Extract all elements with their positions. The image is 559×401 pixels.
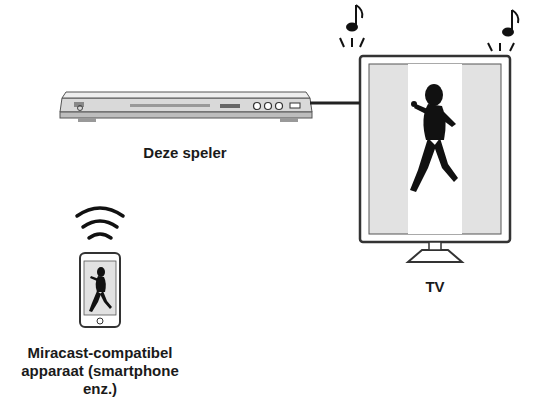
- phone-node: Miracast-compatibel apparaat (smartphone…: [20, 253, 180, 398]
- device-label: Deze speler: [45, 144, 325, 162]
- tv-illustration: [340, 5, 518, 262]
- cable-connector: [310, 102, 360, 105]
- tv-node: TV: [355, 56, 515, 296]
- phone-illustration: [80, 253, 120, 327]
- player-illustration: [60, 92, 312, 122]
- device-label: TV: [360, 278, 510, 296]
- wireless-waves: [77, 208, 123, 238]
- device-label: Miracast-compatibel apparaat (smartphone…: [21, 344, 179, 398]
- player-node: Deze speler: [40, 92, 330, 162]
